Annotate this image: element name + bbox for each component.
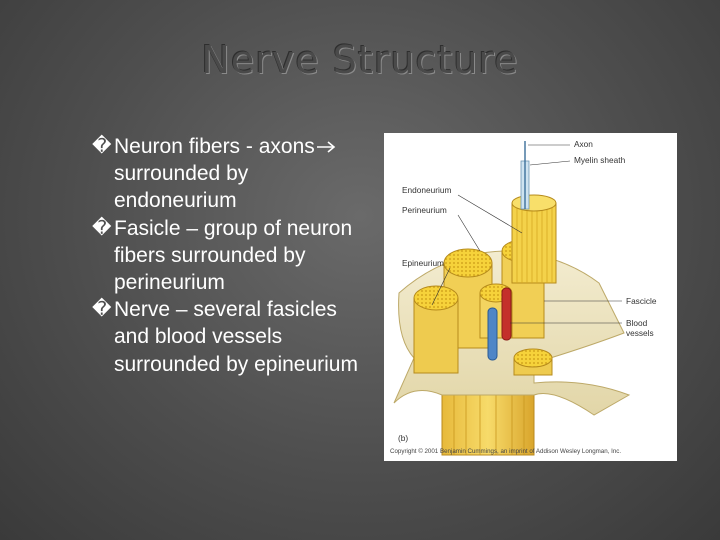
bullet-text: Nerve – several fasicles and blood vesse… [114, 298, 358, 376]
nerve-illustration: Axon Myelin sheath Endoneurium Perineuri… [390, 139, 657, 456]
right-arrow-icon [316, 141, 336, 153]
label-blood: Blood [626, 318, 648, 328]
label-axon: Axon [574, 139, 593, 149]
bullet-item: � Fasicle – group of neuron fibers surro… [92, 215, 362, 297]
label-endoneurium: Endoneurium [402, 185, 451, 195]
nerve-anatomy-figure: Axon Myelin sheath Endoneurium Perineuri… [384, 133, 677, 461]
label-myelin-sheath: Myelin sheath [574, 155, 626, 165]
bullet-text: Neuron fibers - axons surrounded by endo… [114, 133, 362, 215]
figure-copyright: Copyright © 2001 Benjamin Cummings, an i… [390, 448, 621, 455]
label-fascicle: Fascicle [626, 296, 657, 306]
axon-bundle [511, 194, 557, 284]
bullet-text-part: surrounded by endoneurium [114, 162, 249, 213]
label-panel: (b) [398, 433, 408, 443]
bullet-glyph-icon: � [92, 216, 112, 239]
label-perineurium: Perineurium [402, 205, 447, 215]
vein [487, 307, 498, 361]
label-epineurium: Epineurium [402, 258, 444, 268]
artery [501, 287, 512, 341]
label-vessels: vessels [626, 328, 654, 338]
bullet-list: � Neuron fibers - axons surrounded by en… [92, 133, 362, 378]
bullet-glyph-icon: � [92, 298, 112, 321]
bullet-glyph-icon: � [92, 135, 112, 157]
bullet-text: Fasicle – group of neuron fibers surroun… [114, 216, 353, 295]
bullet-item: � Nerve – several fasicles and blood ves… [92, 296, 362, 378]
bullet-item: � Neuron fibers - axons surrounded by en… [92, 133, 362, 215]
bullet-text-part: Neuron fibers - axons [114, 135, 315, 158]
slide-title: Nerve Structure [201, 38, 519, 82]
